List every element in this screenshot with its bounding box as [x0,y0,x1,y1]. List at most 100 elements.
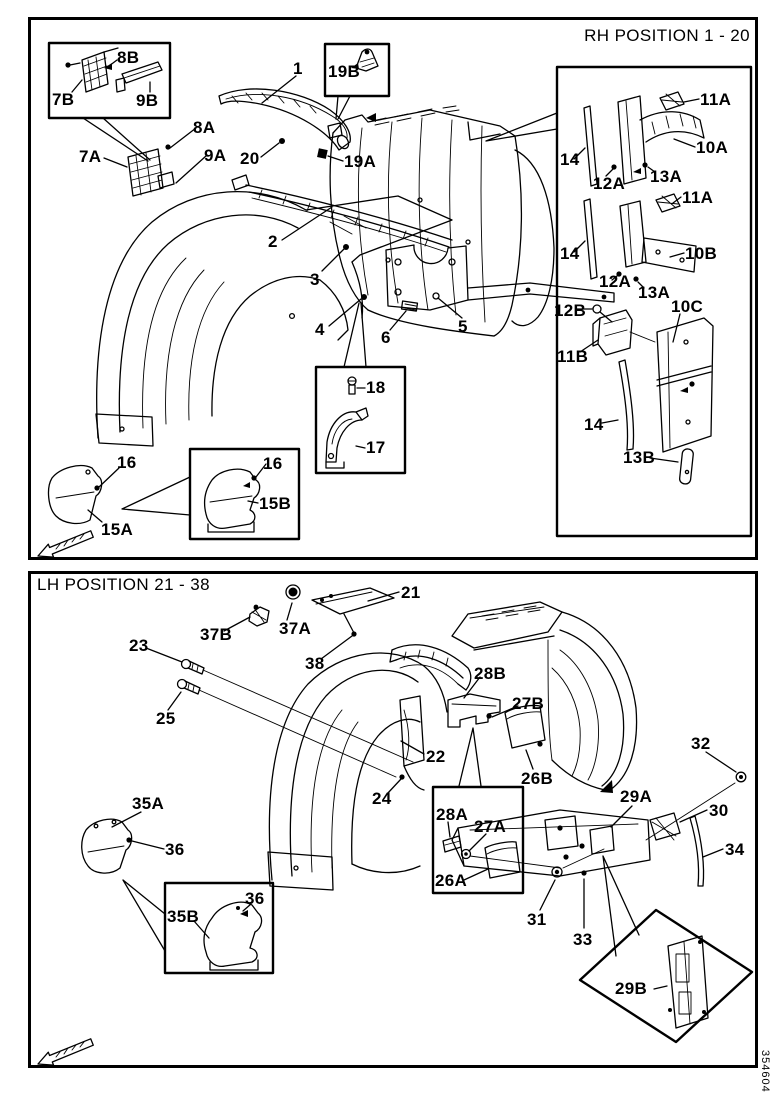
part-label-7a: 7A [79,147,102,166]
rh-position-panel [28,17,758,560]
part-2-rail [231,174,453,253]
lh-center-rail [389,644,472,691]
part-label-28a: 28A [436,805,469,824]
part-label-15b: 15B [259,494,292,513]
lh-wheelhouse-front [451,601,638,793]
part-label-16-1: 16 [117,453,137,472]
part-label-27a: 27A [474,817,507,836]
part-label-24: 24 [372,789,392,808]
part-label-36-1: 36 [165,840,185,859]
direction-arrow-icon [37,530,94,558]
lh-panel-title: LH POSITION 21 - 38 [37,575,210,594]
part-label-4: 4 [315,320,325,339]
part-label-10b: 10B [685,244,718,263]
part-label-8b: 8B [117,48,140,67]
part-label-11a-2: 11A [682,188,714,207]
lh-position-panel [28,571,758,1068]
part-label-12a-1: 12A [593,174,626,193]
part-label-19a: 19A [344,152,377,171]
bracket-28b [447,676,519,728]
part-label-15a: 15A [101,520,134,539]
part-label-35a: 35A [132,794,165,813]
part-1-rail [218,75,351,151]
part-label-23: 23 [129,636,149,655]
inset-box-35b [122,879,275,975]
clip-37b [223,604,270,632]
part-label-29a: 29A [620,787,653,806]
part-label-26a: 26A [435,871,468,890]
part-label-1: 1 [293,59,303,78]
part-label-12b: 12B [554,301,587,320]
part-label-33: 33 [573,930,593,949]
inset-box-17-18 [314,302,407,475]
rh-panel-title: RH POSITION 1 - 20 [584,26,750,45]
rh-wheelhouse-front [327,105,555,337]
flap-26b [504,704,546,770]
part-label-35b: 35B [167,907,200,926]
part-label-27b: 27B [512,694,545,713]
part-label-14-1: 14 [560,150,580,169]
part-label-11a-1: 11A [700,90,732,109]
direction-arrow-icon [37,1038,94,1066]
part-label-22: 22 [426,747,446,766]
clip-30 [649,809,708,841]
part-label-12a-2: 12A [599,272,632,291]
part-label-18: 18 [366,378,386,397]
part-label-16-2: 16 [263,454,283,473]
part-label-13b: 13B [623,448,656,467]
inset-29b-pointer [602,855,640,957]
strip-34 [689,815,724,887]
part-label-25: 25 [156,709,176,728]
bracket-29a [451,805,651,877]
part-label-7b: 7B [52,90,75,109]
lh-wheelhouse-rear [267,652,448,891]
part-label-32: 32 [691,734,711,753]
inset-box-15b [121,447,301,541]
part-label-3: 3 [310,270,320,289]
part-label-9b: 9B [136,91,159,110]
part-label-9a: 9A [204,146,227,165]
inset-box-7b-9b [47,41,172,120]
part-15a [47,464,120,525]
part-label-21: 21 [401,583,421,602]
bolt-23-25 [145,647,414,778]
part-label-2: 2 [268,232,278,251]
part-label-37b: 37B [200,625,233,644]
lh-panel-art [37,584,754,1066]
part-label-11b: 11B [557,347,589,366]
part-label-19b: 19B [328,62,361,81]
part-label-36-2: 36 [245,889,265,908]
bolt-33 [581,870,587,929]
part-21 [311,587,400,660]
part-label-10a: 10A [696,138,729,157]
part-7a-9a [103,127,207,197]
part-label-8a: 8A [193,118,216,137]
part-label-26b: 26B [521,769,554,788]
part-label-10c: 10C [671,297,704,316]
figure-code: 354604 [759,1050,771,1093]
nut-32 [645,751,747,841]
bolt-37a [285,584,301,621]
part-label-28b: 28B [474,664,507,683]
part-label-31: 31 [527,910,547,929]
part-label-17: 17 [366,438,386,457]
part-label-14-2: 14 [560,244,580,263]
bracket-3-4-5-6 [321,244,615,331]
part-label-13a-2: 13A [638,283,671,302]
part-label-20: 20 [240,149,260,168]
part-label-5: 5 [458,317,468,336]
part-label-14-3: 14 [584,415,604,434]
part-label-6: 6 [381,328,391,347]
part-label-38: 38 [305,654,325,673]
inset-box-19b [323,42,391,120]
part-label-29b: 29B [615,979,648,998]
bolt-20 [260,138,285,158]
right-inset-pointer [485,112,558,142]
part-label-13a-1: 13A [650,167,683,186]
part-label-30: 30 [709,801,729,820]
part-35a [81,811,165,874]
rh-hardware-inset [555,65,753,538]
inset-e-pointer [458,727,482,787]
